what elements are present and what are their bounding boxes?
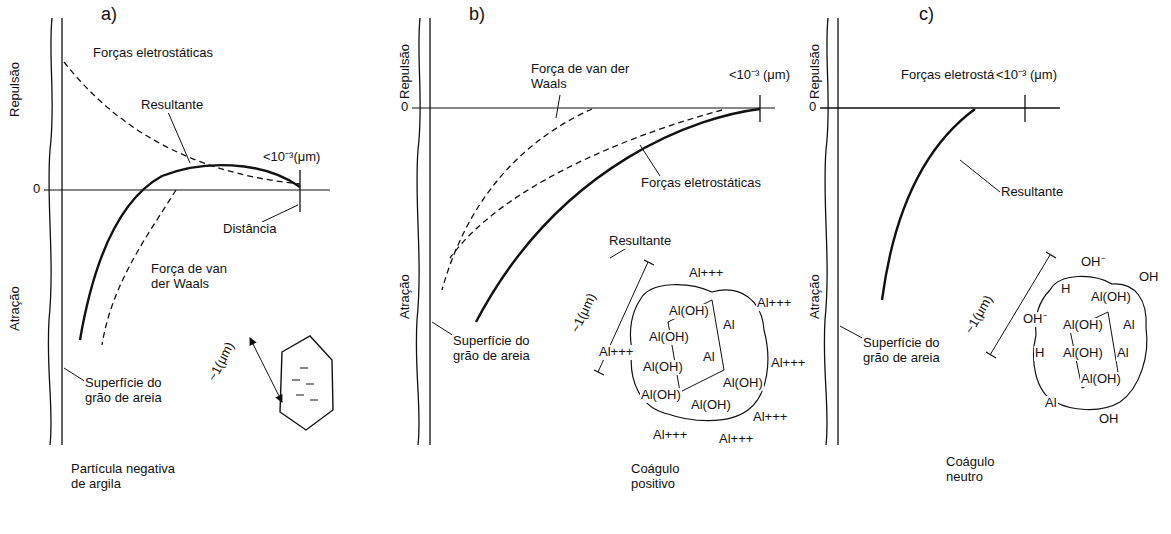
- label: <10⁻³ (μm): [995, 68, 1058, 83]
- label: H: [1034, 346, 1045, 361]
- label: Al(OH): [668, 304, 710, 319]
- label: Al(OH): [640, 388, 682, 403]
- label: Repulsão: [808, 43, 823, 100]
- label: Al(OH): [722, 376, 764, 391]
- label: Resultante: [1000, 185, 1064, 200]
- label: Resultante: [140, 98, 204, 113]
- label: Al(OH): [690, 398, 732, 413]
- label: Força de van der Waals: [530, 62, 632, 92]
- label: Distância: [222, 222, 277, 237]
- label: <10⁻³ (μm): [728, 68, 791, 83]
- label: Al+++: [652, 428, 688, 443]
- label: Al+++: [756, 296, 792, 311]
- label: 0: [400, 100, 409, 115]
- label: Al: [702, 350, 716, 365]
- label: <10⁻³(μm): [262, 150, 321, 165]
- label: Al(OH): [1090, 290, 1132, 305]
- label: Al(OH): [642, 360, 684, 375]
- label: OH⁻: [1080, 255, 1106, 270]
- label: Al+++: [598, 345, 634, 360]
- label: Superfície do grão de areia: [84, 376, 191, 406]
- label: c): [918, 4, 935, 25]
- label: H: [1060, 282, 1071, 297]
- label: Al+++: [688, 266, 724, 281]
- label: Repulsão: [398, 43, 413, 100]
- label: Repulsão: [8, 61, 23, 118]
- label: Resultante: [608, 234, 672, 249]
- label: ~1(μm): [962, 292, 997, 337]
- label: Superfície do grão de areia: [862, 336, 969, 366]
- label: Al: [1116, 346, 1130, 361]
- label: Coágulo neutro: [945, 455, 1017, 485]
- label: Al+++: [752, 410, 788, 425]
- label: Al(OH): [1062, 318, 1104, 333]
- label: Forças eletrostáticas: [640, 176, 762, 191]
- label: ~1(μm): [568, 290, 600, 336]
- label: Al+++: [718, 432, 754, 447]
- label: Partícula negativa de argila: [70, 462, 182, 492]
- label: Atração: [398, 273, 413, 320]
- label: Al: [1044, 396, 1058, 411]
- label: b): [468, 4, 486, 25]
- label: a): [100, 4, 118, 25]
- label: Al: [722, 318, 736, 333]
- label: OH⁻: [1022, 312, 1048, 327]
- label: Al: [1122, 318, 1136, 333]
- label: 0: [808, 100, 817, 115]
- label: Al(OH): [1062, 346, 1104, 361]
- label: Forças eletrostáticas: [92, 46, 214, 61]
- label: Força de van der Waals: [150, 262, 247, 292]
- label: Al+++: [770, 356, 806, 371]
- label: 0: [32, 182, 41, 197]
- label: OH: [1098, 412, 1120, 427]
- label: ~1(μm): [205, 339, 238, 385]
- label: Superfície do grão de areia: [452, 334, 559, 364]
- label: Atração: [808, 273, 823, 320]
- label: OH: [1138, 270, 1160, 285]
- label: Al(OH): [1080, 372, 1122, 387]
- label: Al(OH): [648, 330, 690, 345]
- label: Atração: [8, 285, 23, 332]
- label: Coágulo positivo: [630, 462, 707, 492]
